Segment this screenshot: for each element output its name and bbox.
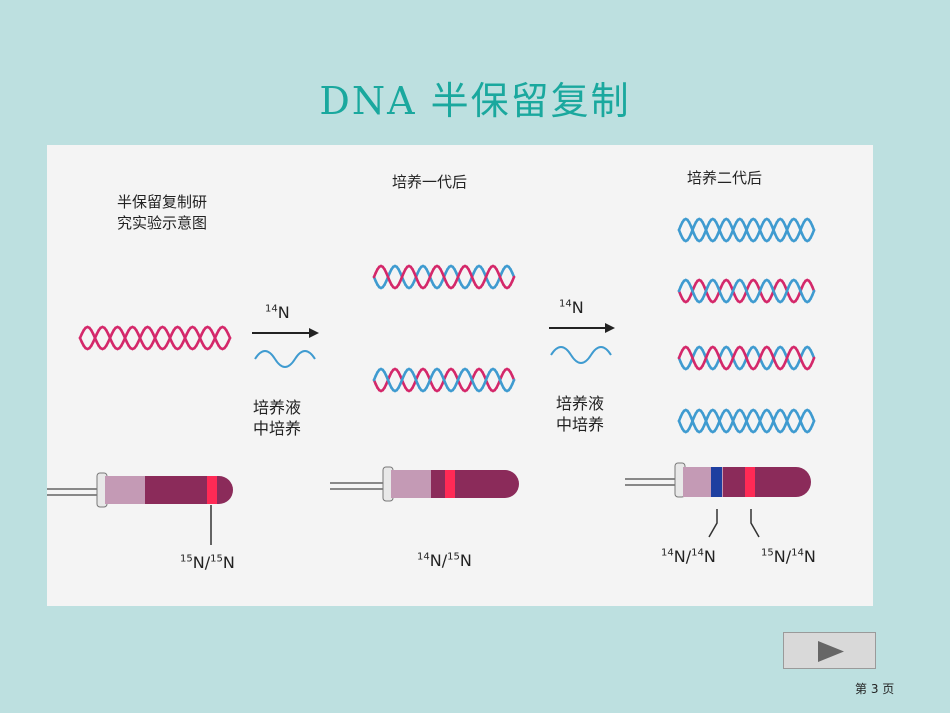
arrow-1-isotope: 14N: [265, 303, 290, 322]
gen2-dna-helix-2: [677, 278, 816, 304]
mass-upper: 14: [417, 551, 430, 563]
tube3-hybrid-label: 15N/14N: [761, 547, 816, 566]
replication-diagram: [47, 217, 816, 545]
tube3-light-label: 14N/14N: [661, 547, 716, 566]
play-next-icon: [818, 641, 844, 662]
caption: 半保留复制研 究实验示意图: [117, 192, 207, 234]
gen2-dna-helix-4: [677, 408, 816, 434]
element-symbol: N: [277, 303, 290, 322]
medium-label-2: 培养液 中培养: [556, 393, 604, 435]
medium-line-2: 中培养: [253, 419, 302, 438]
dna-strand-segment: [510, 378, 516, 386]
mass-lower: 14: [791, 547, 804, 559]
symbol: N: [459, 551, 472, 570]
dna-strand-segment: [811, 356, 816, 364]
centrifuge-tube-3: [625, 462, 811, 538]
next-slide-button[interactable]: [783, 632, 876, 669]
arrow-2-isotope: 14N: [559, 298, 584, 317]
slide-title: DNA 半保留复制: [319, 79, 631, 123]
mass-lower: 15: [447, 551, 460, 563]
caption-line-2: 究实验示意图: [117, 214, 208, 232]
gen1-dna-helix-1: [372, 264, 516, 290]
gen2-dna-helix-1: [677, 217, 816, 243]
symbol: N: [773, 547, 786, 566]
medium-line-1: 培养液: [253, 398, 302, 417]
tube2-label: 14N/15N: [417, 551, 472, 570]
arrow-1: [252, 328, 319, 368]
dna-strand-segment: [811, 289, 816, 297]
dna-strand-segment: [811, 228, 816, 236]
page-prefix: 第: [855, 682, 871, 696]
band-15n-14n: [745, 467, 755, 497]
page-suffix: 页: [878, 682, 895, 696]
symbol: N: [803, 547, 816, 566]
band-14n-15n: [445, 470, 455, 498]
stage2-label: 培养二代后: [687, 169, 763, 187]
parent-dna-helix: [78, 325, 232, 351]
symbol: N: [429, 551, 442, 570]
medium-line-2: 中培养: [556, 415, 605, 434]
mass-number: 14: [265, 303, 278, 315]
mass-lower: 14: [691, 547, 704, 559]
stage1-label: 培养一代后: [392, 173, 468, 191]
centrifuge-tube-1: [47, 472, 233, 545]
medium-line-1: 培养液: [556, 394, 605, 413]
mass-upper: 15: [761, 547, 774, 559]
band-15n-15n: [207, 476, 217, 504]
caption-line-1: 半保留复制研: [117, 193, 208, 211]
gen2-dna-helix-3: [677, 345, 816, 371]
arrow-2: [549, 323, 615, 364]
light-strand-sample-2: [550, 346, 612, 364]
dna-strand-segment: [226, 336, 232, 344]
page-number: 第 3 页: [855, 680, 894, 697]
mass-upper: 14: [661, 547, 674, 559]
gen1-dna-helix-2: [372, 367, 516, 393]
dna-strand-segment: [811, 419, 816, 427]
dna-strand-segment: [510, 275, 516, 283]
mass-number: 14: [559, 298, 572, 310]
page-number-value: 3: [870, 682, 879, 696]
mass-lower: 15: [210, 553, 223, 565]
symbol: N: [673, 547, 686, 566]
centrifuge-tube-2: [330, 466, 519, 502]
diagram-panel: 半保留复制研 究实验示意图 培养一代后 培养二代后 14N 14N 培养液 中培…: [47, 145, 873, 606]
element-symbol: N: [571, 298, 584, 317]
symbol: N: [192, 553, 205, 572]
tube1-label: 15N/15N: [180, 553, 235, 572]
light-strand-sample-1: [254, 350, 316, 368]
mass-upper: 15: [180, 553, 193, 565]
band-14n-14n: [711, 467, 722, 497]
symbol: N: [222, 553, 235, 572]
symbol: N: [703, 547, 716, 566]
medium-label-1: 培养液 中培养: [253, 397, 301, 439]
